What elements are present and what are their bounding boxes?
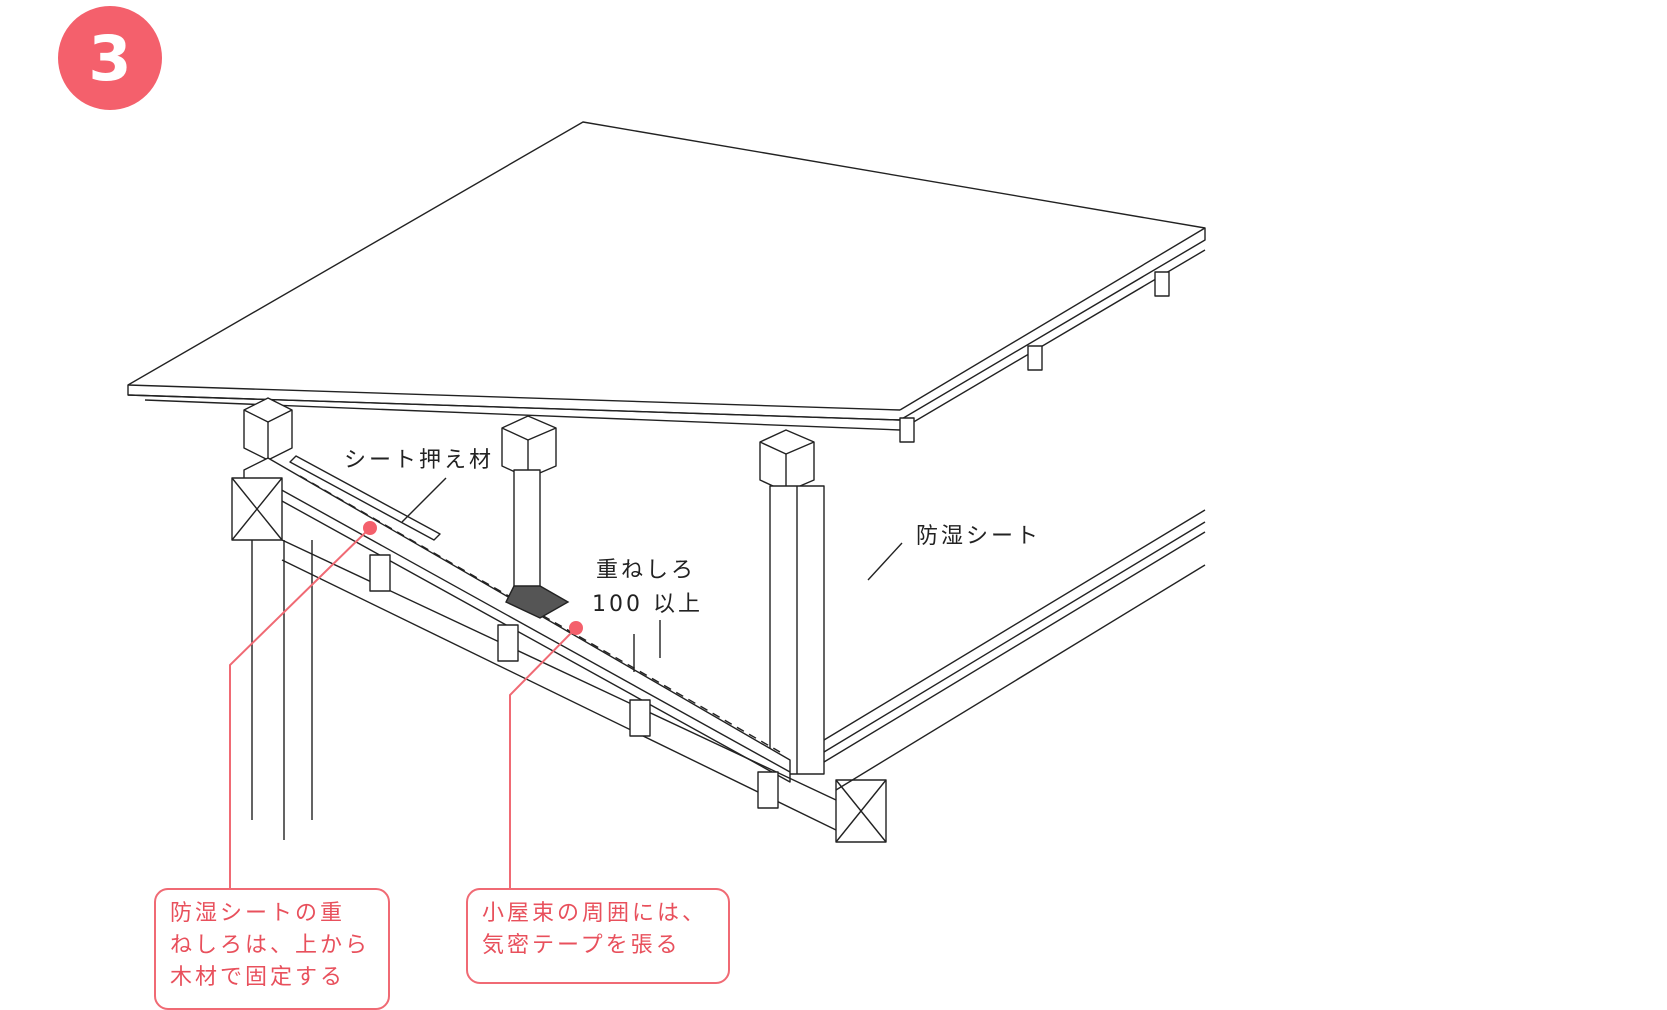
note-right-line: 小屋束の周囲には、: [482, 901, 708, 926]
king-post: [513, 469, 541, 591]
label-vapor-barrier: 防湿シート: [916, 524, 1042, 549]
beam-end-left: [231, 477, 283, 541]
note-left-line: 木材で固定する: [170, 965, 346, 990]
airtight-tape: [505, 585, 570, 619]
vapor-barrier-leader: [867, 542, 903, 581]
ceiling-board: [127, 121, 1206, 421]
right-note-marker: [569, 621, 583, 635]
beam-end-2: [501, 415, 557, 479]
block-r3: [1154, 271, 1170, 297]
label-overlap-line2: 100 以上: [592, 592, 703, 617]
lower-beam-top: [281, 539, 837, 801]
beam-end-bottom: [835, 779, 887, 843]
sheet-holder-leader: [401, 477, 447, 523]
right-rail-1: [823, 509, 1206, 741]
block-l3: [629, 699, 651, 737]
block-l4: [757, 771, 779, 809]
beam-end-3: [759, 429, 815, 493]
board-edge-right: [899, 227, 1206, 411]
beam-end-1: [243, 397, 293, 461]
right-note-leader: [509, 627, 577, 888]
board-edge: [127, 384, 901, 411]
board-strip-right: [899, 249, 1206, 431]
block-l1: [369, 554, 391, 592]
right-rail-4: [835, 564, 1206, 791]
board-underside: [127, 394, 901, 421]
block-r1: [899, 417, 915, 443]
label-sheet-holder: シート押え材: [344, 448, 495, 473]
step-badge: 3: [58, 6, 162, 110]
note-left-line: ねしろは、上から: [170, 933, 371, 958]
label-overlap-line1: 重ねしろ: [596, 558, 697, 583]
left-note-marker: [363, 521, 377, 535]
block-r2: [1027, 345, 1043, 371]
beam-line: [259, 477, 791, 773]
right-rail-3: [823, 531, 1206, 763]
block-l2: [497, 624, 519, 662]
right-rail-2: [823, 521, 1206, 753]
left-note-leader: [229, 527, 371, 888]
note-left: 防湿シートの重 ねしろは、上から 木材で固定する: [154, 888, 390, 1010]
sheet-holding-strip: [289, 455, 441, 541]
note-right: 小屋束の周囲には、 気密テープを張る: [466, 888, 730, 984]
lower-beam-bottom: [281, 559, 837, 831]
note-right-line: 気密テープを張る: [482, 933, 681, 958]
note-left-line: 防湿シートの重: [170, 901, 346, 926]
